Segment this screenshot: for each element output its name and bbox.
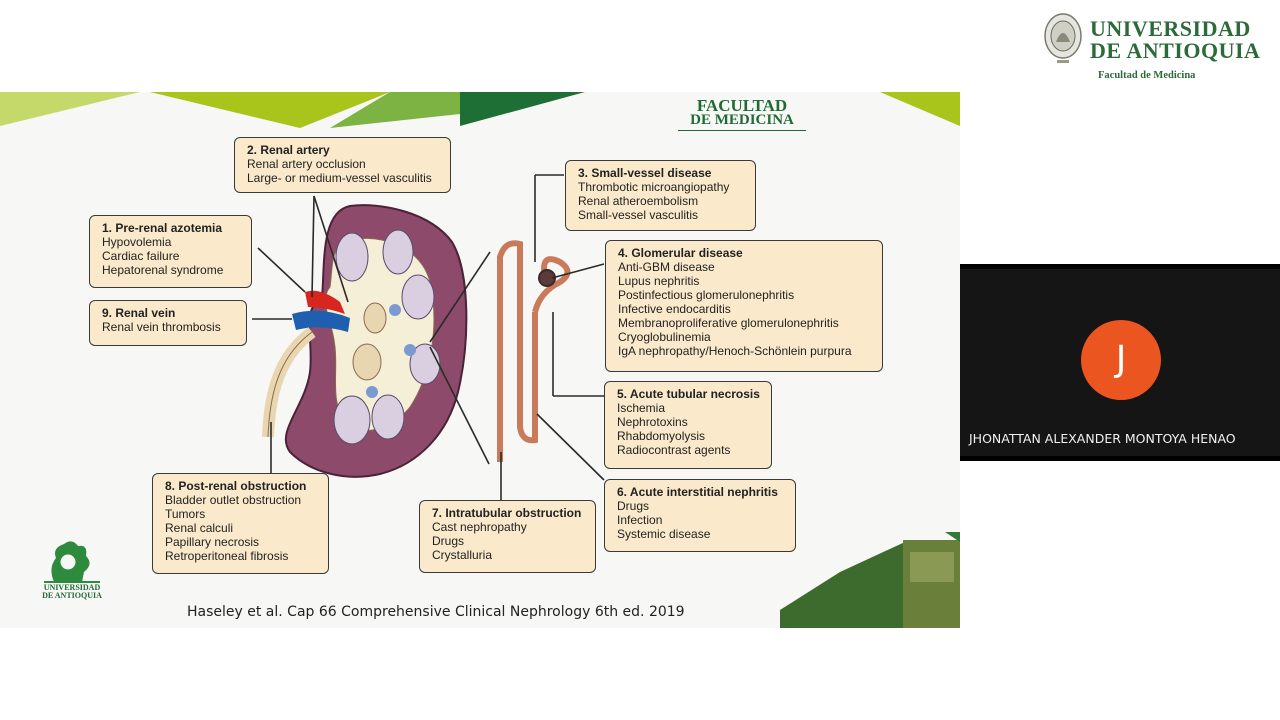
university-seal-icon xyxy=(1044,13,1082,63)
slide-credit-citation: Haseley et al. Cap 66 Comprehensive Clin… xyxy=(187,604,685,620)
university-logo: UNIVERSIDAD DE ANTIOQUIA Facultad de Med… xyxy=(1040,10,1270,84)
box-acute-interstitial-nephritis: 6. Acute interstitial nephritis Drugs In… xyxy=(604,479,796,552)
box-glomerular-disease: 4. Glomerular disease Anti-GBM disease L… xyxy=(605,240,883,372)
slide-university-logo: UNIVERSIDAD DE ANTIOQUIA xyxy=(34,538,110,610)
slide-graphics xyxy=(0,92,960,628)
box-prerenal-azotemia: 1. Pre-renal azotemia Hypovolemia Cardia… xyxy=(89,215,252,288)
participant-avatar: J xyxy=(1081,320,1161,400)
shared-slide: FACULTAD DE MEDICINA 1. Pre-renal azotem… xyxy=(0,92,960,628)
participant-video-tile[interactable]: J JHONATTAN ALEXANDER MONTOYA HENAO xyxy=(960,264,1280,461)
box-small-vessel-disease: 3. Small-vessel disease Thrombotic micro… xyxy=(565,160,756,231)
kidney-illustration xyxy=(262,204,468,478)
box-renal-artery: 2. Renal artery Renal artery occlusion L… xyxy=(234,137,451,193)
box-renal-vein: 9. Renal vein Renal vein thrombosis xyxy=(89,300,247,346)
university-name: UNIVERSIDAD DE ANTIOQUIA xyxy=(1090,16,1261,63)
box-acute-tubular-necrosis: 5. Acute tubular necrosis Ischemia Nephr… xyxy=(604,381,772,469)
nephron-illustration xyxy=(497,240,571,462)
box-intratubular-obstruction: 7. Intratubular obstruction Cast nephrop… xyxy=(419,500,596,573)
participant-name: JHONATTAN ALEXANDER MONTOYA HENAO xyxy=(969,431,1236,446)
pointer-lines xyxy=(252,174,605,500)
box-post-renal-obstruction: 8. Post-renal obstruction Bladder outlet… xyxy=(152,473,329,574)
university-tree-icon xyxy=(44,541,100,583)
faculty-name: Facultad de Medicina xyxy=(1098,70,1196,81)
slide-faculty-header: FACULTAD DE MEDICINA xyxy=(672,97,812,131)
